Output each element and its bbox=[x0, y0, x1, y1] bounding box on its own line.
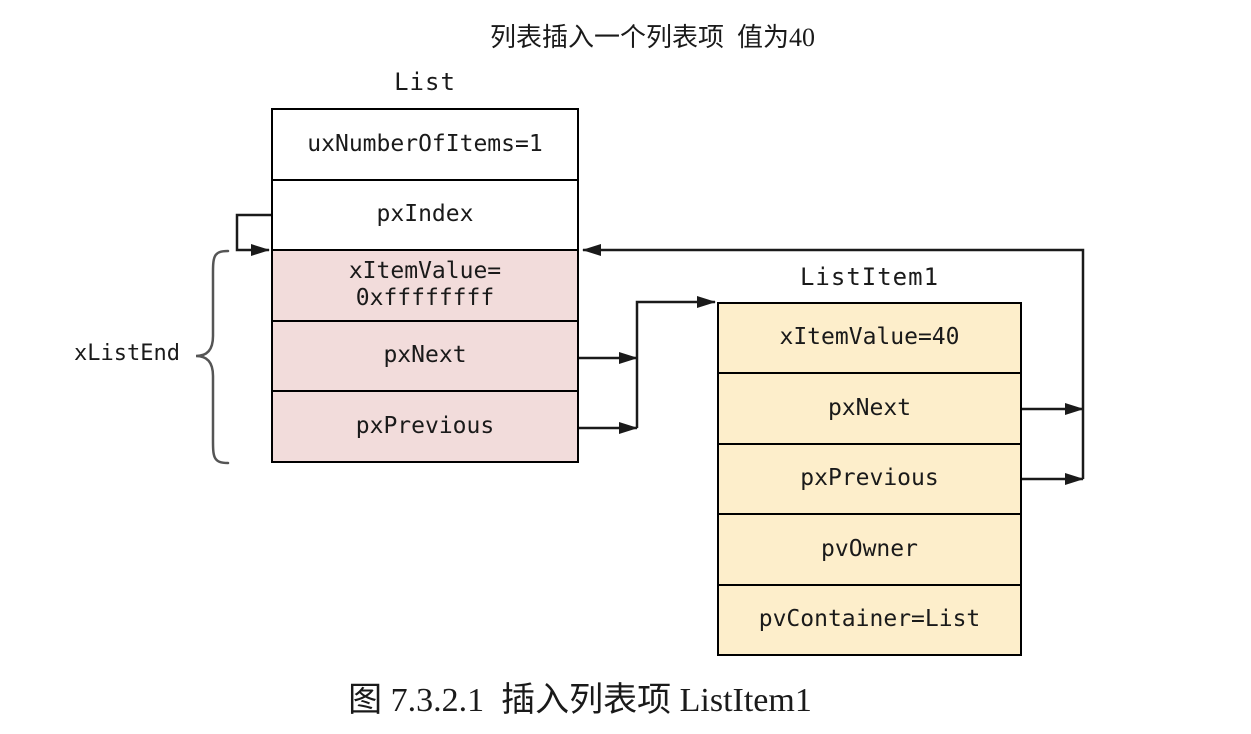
figure-caption: 图 7.3.2.1 插入列表项 ListItem1 bbox=[348, 682, 812, 719]
to-listitem1-head-arrow bbox=[635, 296, 716, 428]
item-row-pxprevious: pxPrevious bbox=[719, 444, 1020, 516]
list-row-label: xItemValue= bbox=[348, 257, 502, 284]
list-row-label: pxNext bbox=[383, 342, 467, 369]
item-row-xitemvalue: xItemValue=40 bbox=[719, 304, 1020, 375]
list-box-title: List bbox=[394, 68, 456, 96]
item-row-pvcontainer: pvContainer=List bbox=[719, 585, 1020, 655]
xlistend-label: xListEnd bbox=[74, 341, 180, 366]
list-row-label-line2: 0xffffffff bbox=[355, 285, 495, 312]
pxindex-loop-arrow bbox=[235, 213, 271, 256]
figure-title: 列表插入一个列表项 值为40 bbox=[489, 23, 815, 52]
list-row-label: uxNumberOfItems=1 bbox=[307, 130, 543, 157]
listitem1-box: xItemValue=40 pxNext pxPrevious pvOwner … bbox=[717, 302, 1022, 656]
list-row-pxnext: pxNext bbox=[273, 321, 577, 393]
item-row-pxnext: pxNext bbox=[719, 374, 1020, 445]
xlistend-brace bbox=[195, 249, 230, 465]
item-row-label: xItemValue=40 bbox=[779, 324, 960, 351]
list-box: uxNumberOfItems=1 pxIndex xItemValue= 0x… bbox=[271, 108, 579, 463]
item-row-label: pxPrevious bbox=[800, 465, 939, 492]
item-row-label: pxNext bbox=[827, 394, 912, 421]
item-row-pvowner: pvOwner bbox=[719, 515, 1020, 586]
list-row-uxnumberofitems: uxNumberOfItems=1 bbox=[273, 110, 577, 181]
list-row-label: pxIndex bbox=[376, 201, 474, 228]
list-row-label: pxPrevious bbox=[355, 412, 495, 439]
item-row-label: pvContainer=List bbox=[758, 606, 981, 633]
list-row-pxprevious: pxPrevious bbox=[273, 392, 577, 461]
list-row-xitemvalue: xItemValue= 0xffffffff bbox=[273, 251, 577, 322]
list-row-pxindex: pxIndex bbox=[273, 180, 577, 252]
item-row-label: pvOwner bbox=[821, 535, 918, 562]
listitem1-box-title: ListItem1 bbox=[799, 263, 940, 291]
